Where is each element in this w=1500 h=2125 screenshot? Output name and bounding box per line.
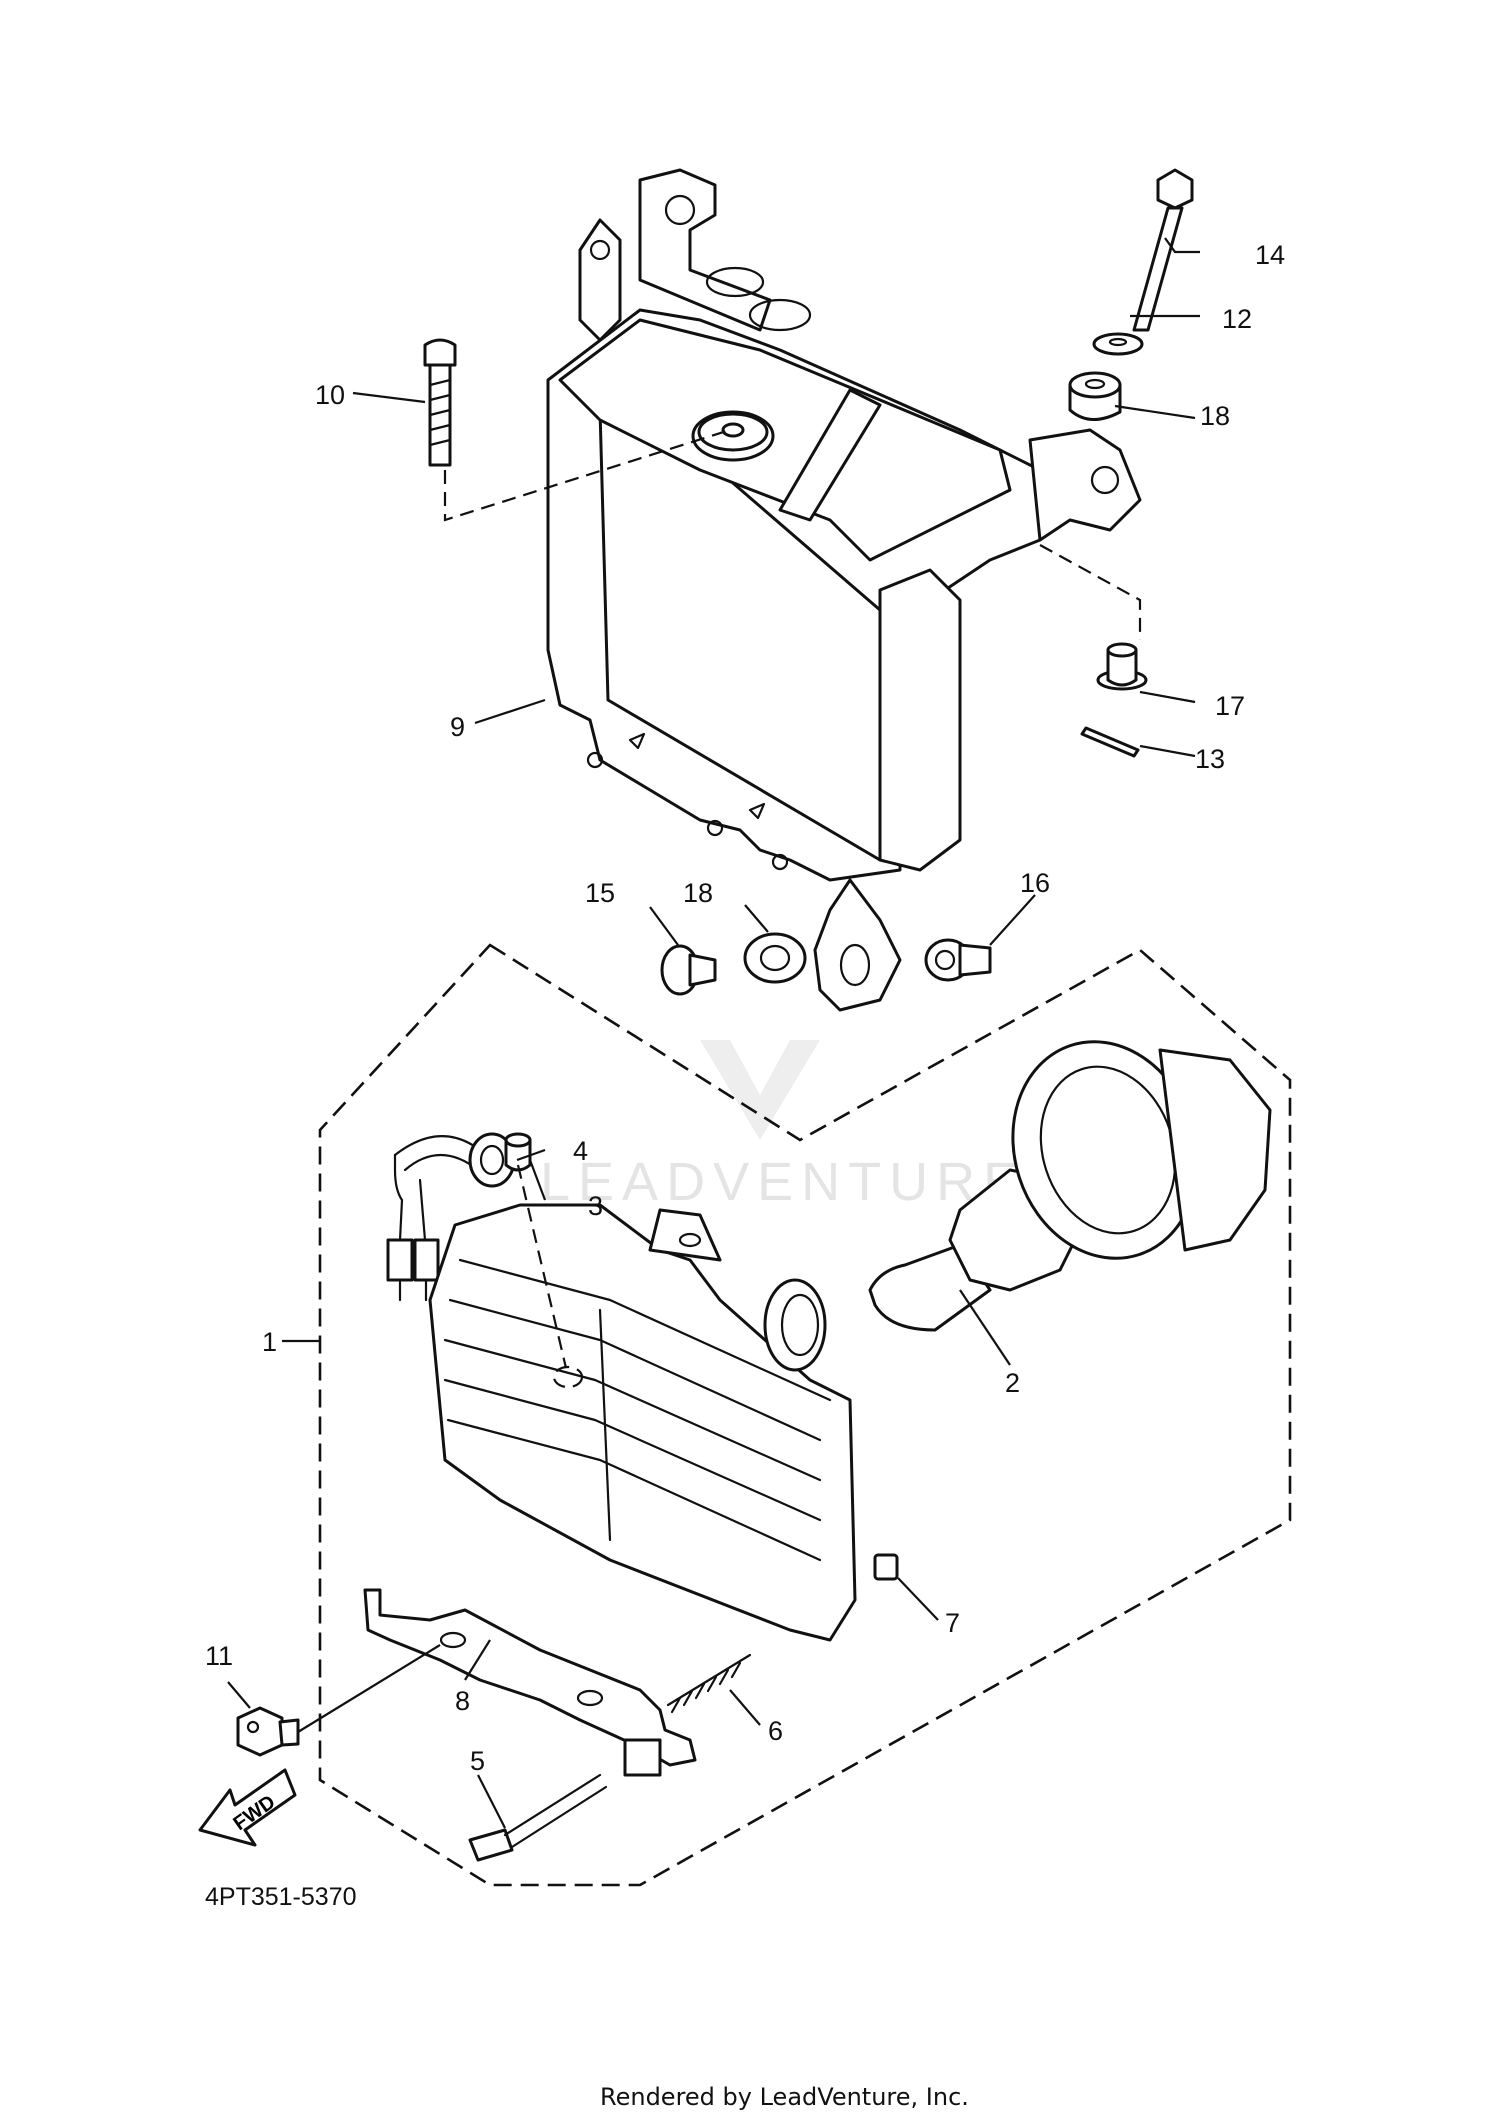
collar-part-16[interactable] [924,938,992,982]
spring-part-6[interactable] [666,1653,752,1714]
callout-6: 6 [768,1716,783,1746]
callout-12: 12 [1222,304,1252,334]
callout-17: 17 [1215,691,1245,721]
grommet-part-18-upper[interactable] [1068,371,1122,421]
washer-part-12[interactable] [1092,332,1144,356]
callout-5: 5 [470,1746,485,1776]
assembly-outline-part-1 [318,943,1292,1887]
callout-16: 16 [1020,868,1050,898]
adjusting-screw-part-5[interactable] [468,1773,608,1862]
bolt-part-15[interactable] [660,944,717,996]
clip-part-7[interactable] [873,1553,899,1581]
bolt-part-10[interactable] [423,338,457,467]
callout-1: 1 [262,1327,277,1357]
callout-4: 4 [573,1136,588,1166]
callout-18-lower: 18 [683,878,713,908]
grommet-part-18-lower[interactable] [743,932,807,984]
bulb-locator-line [516,1164,568,1369]
callout-3: 3 [588,1191,603,1221]
callout-15: 15 [585,878,615,908]
callout-14: 14 [1255,240,1285,270]
bolt-part-14[interactable] [1132,168,1194,332]
headlight-bracket-part-9[interactable] [546,168,1142,1012]
pilot-bulb-part-3[interactable] [504,1132,532,1172]
callout-10: 10 [315,380,345,410]
callout-8: 8 [455,1686,470,1716]
callout-2: 2 [1005,1368,1020,1398]
watermark: LEADVENTURE [540,1040,1027,1212]
forward-direction-arrow: FWD [198,1768,297,1847]
callout-7: 7 [945,1608,960,1638]
diagram-code: 4PT351-5370 [205,1883,357,1911]
lower-bracket-part-8[interactable] [363,1588,697,1777]
callout-9: 9 [450,712,465,742]
footer-credit: Rendered by LeadVenture, Inc. [600,2083,969,2111]
bolt-part-11[interactable] [236,1706,300,1757]
collar-part-17[interactable] [1096,642,1148,691]
headlight-unit[interactable] [428,1203,857,1642]
leader-lines [227,237,1200,1829]
cotter-pin-part-13[interactable] [1080,726,1140,758]
callout-13: 13 [1195,744,1225,774]
callout-18-upper: 18 [1200,401,1230,431]
bulb-socket-cover[interactable] [985,1018,1272,1283]
callout-11: 11 [205,1641,233,1671]
watermark-text: LEADVENTURE [540,1152,1027,1212]
callout-labels: 14 12 18 10 17 13 9 15 18 16 4 3 1 2 7 6… [205,240,1285,1776]
